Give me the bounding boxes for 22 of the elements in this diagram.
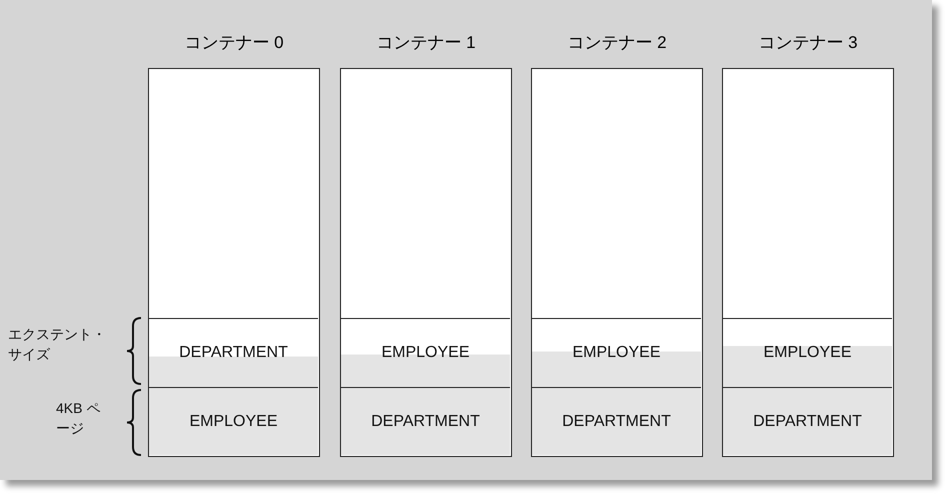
table-name: EMPLOYEE (381, 344, 470, 362)
page-cell (341, 387, 510, 455)
table-name: EMPLOYEE (572, 344, 661, 362)
page-cell (532, 387, 701, 455)
size-label: 4KB ページ (56, 399, 102, 438)
table-name: DEPARTMENT (371, 412, 480, 430)
table-name: DEPARTMENT (753, 412, 862, 430)
container-heading: コンテナー 3 (757, 32, 859, 54)
table-name: EMPLOYEE (189, 412, 278, 430)
extent-cell (723, 318, 892, 387)
extent-cell (149, 318, 318, 387)
extent-cell (341, 318, 510, 387)
table-name: DEPARTMENT (562, 412, 671, 430)
container-heading: コンテナー 0 (183, 32, 285, 54)
page-cell (149, 387, 318, 455)
table-name: EMPLOYEE (763, 344, 852, 362)
page-cell (723, 387, 892, 455)
table-name: DEPARTMENT (179, 344, 288, 362)
container-heading: コンテナー 2 (566, 32, 668, 54)
container-heading: コンテナー 1 (375, 32, 477, 54)
size-label: エクステント・サイズ (8, 325, 107, 364)
extent-cell (532, 318, 701, 387)
